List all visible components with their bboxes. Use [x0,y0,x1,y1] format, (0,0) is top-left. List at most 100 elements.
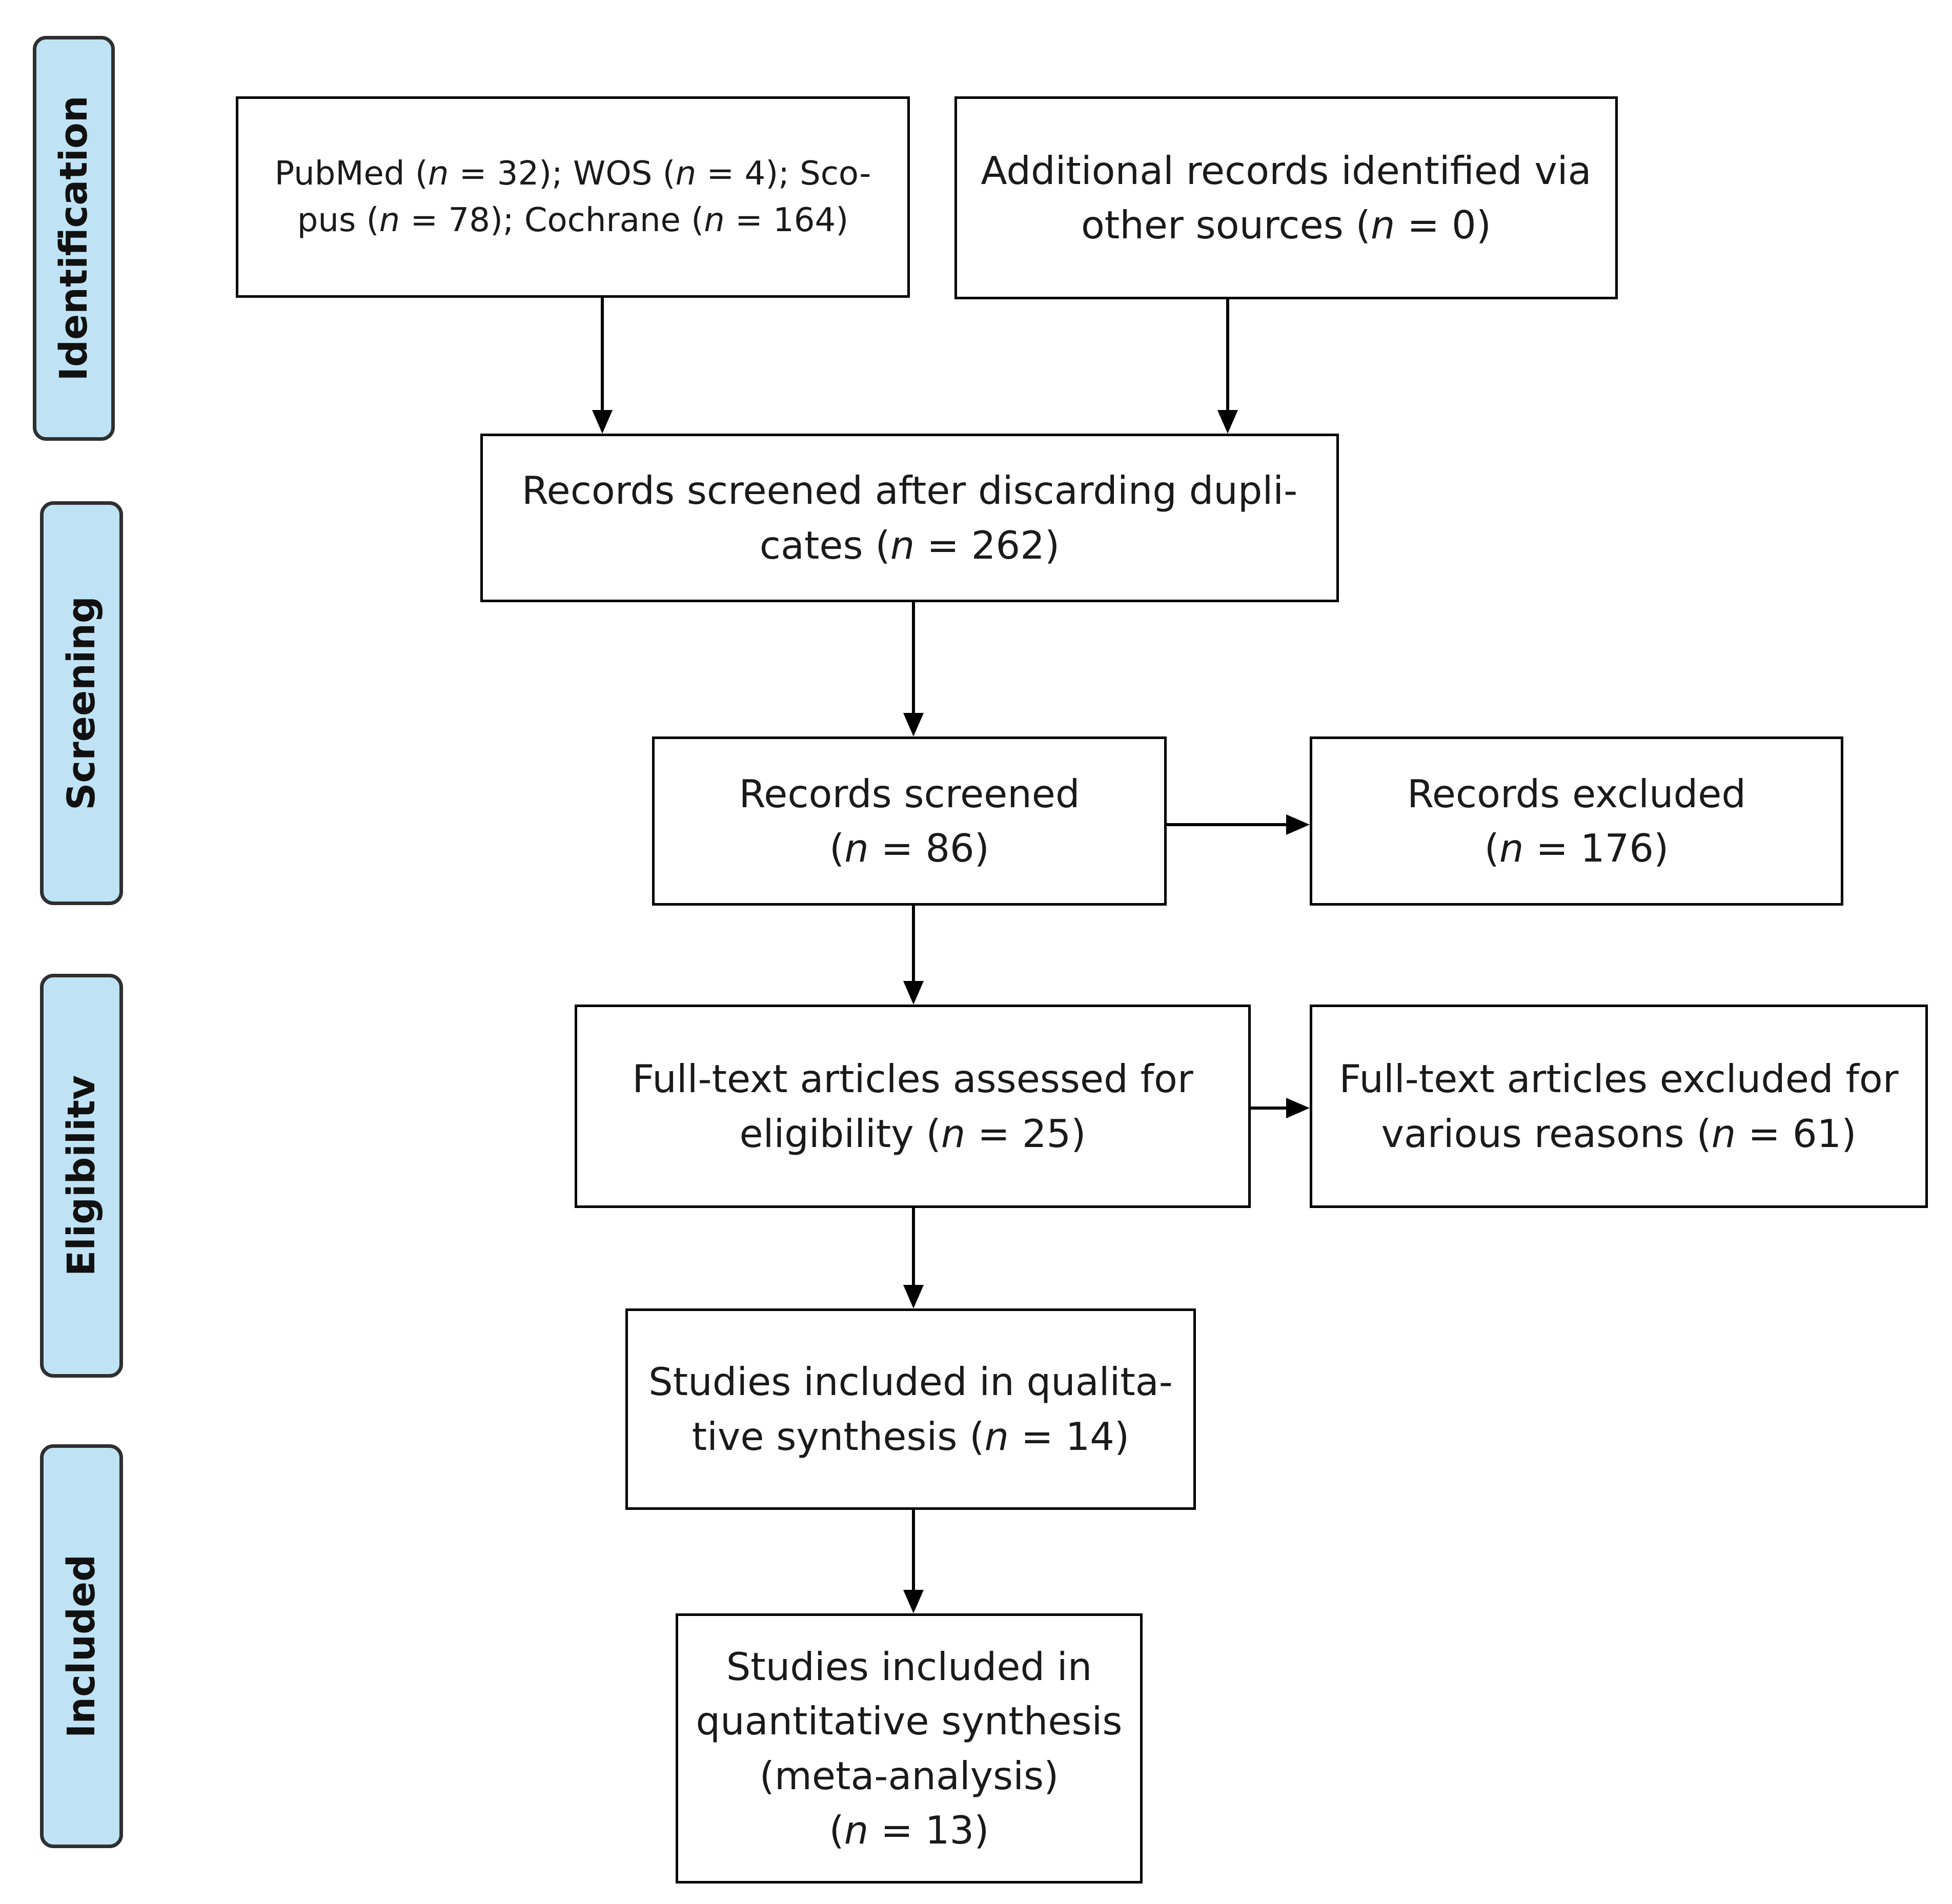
box-text-segment: = 14) [1009,1414,1130,1459]
box-records-screened: Records screened (n = 86) [652,736,1167,906]
n-symbol: n [428,154,449,193]
box-text-segment: = 4); Sco- [696,154,871,193]
box-text-line: cates (n = 262) [522,518,1297,573]
arrow-dedup-to-screened-head [903,713,924,736]
arrow-additional-to-dedup-head [1217,410,1238,434]
box-text-line: tive synthesis (n = 14) [648,1409,1173,1464]
box-text-line: eligibility (n = 25) [632,1107,1193,1161]
arrow-dedup-to-screened [903,602,924,736]
box-records-screened-text: Records screened (n = 86) [739,767,1080,876]
box-fulltext-excluded-text: Full-text articles excluded for various r… [1339,1052,1898,1161]
box-records-excluded-text: Records excluded (n = 176) [1407,767,1746,876]
box-text-segment: Records screened [739,771,1080,816]
arrow-databases-to-dedup [592,298,613,434]
box-text-line: (meta-analysis) [696,1749,1123,1804]
box-text-segment: tive synthesis ( [692,1414,985,1459]
box-text-line: (n = 13) [696,1803,1123,1858]
phase-eligibility: Eligibilitv [40,974,123,1378]
arrow-fulltext-to-excluded [1251,1098,1310,1118]
box-text-line: Additional records identified via [981,144,1591,198]
n-symbol: n [1711,1111,1736,1156]
box-text-segment: = 61) [1736,1111,1857,1156]
n-symbol: n [1370,202,1395,248]
box-text-segment: Studies included in [726,1644,1092,1689]
box-text-segment: = 176) [1523,826,1669,871]
box-quantitative-synthesis: Studies included in quantitative synthesi… [676,1613,1143,1883]
box-text-segment: ( [829,826,845,871]
n-symbol: n [675,154,697,193]
box-text-segment: Records screened after discarding dupli- [521,468,1298,513]
box-text-segment: = 32); WOS ( [449,154,676,193]
box-fulltext-excluded: Full-text articles excluded for various r… [1310,1005,1928,1208]
n-symbol: n [704,201,725,239]
box-text-segment: = 164) [724,201,849,239]
arrow-databases-to-dedup-head [592,410,613,434]
box-databases: PubMed (n = 32); WOS (n = 4); Sco-pus (n… [236,96,910,298]
arrow-qual-to-quant-head [903,1590,924,1613]
phase-screening: Screening [40,501,123,905]
box-text-segment: = 78); Cochrane ( [400,201,704,239]
box-text-segment: other sources ( [1081,202,1371,248]
box-text-segment: Full-text articles excluded for [1339,1056,1899,1101]
box-text-segment: ( [1484,826,1499,871]
arrow-additional-to-dedup [1217,299,1238,434]
box-text-line: (n = 86) [739,821,1080,876]
n-symbol: n [844,1808,869,1853]
n-symbol: n [984,1414,1009,1459]
box-text-line: PubMed (n = 32); WOS (n = 4); Sco- [275,151,871,197]
n-symbol: n [1499,826,1524,871]
box-records-after-duplicates: Records screened after discarding dupli-… [480,434,1339,602]
box-text-segment: pus ( [297,201,379,239]
box-text-line: (n = 176) [1407,821,1746,876]
box-text-line: Full-text articles excluded for [1339,1052,1898,1107]
phase-included-label: Included [59,1554,104,1738]
box-text-line: Records screened [739,767,1080,822]
box-text-line: Studies included in qualita- [648,1355,1173,1409]
box-text-segment: = 13) [868,1808,989,1853]
phase-identification: Identification [33,36,115,441]
box-text-line: pus (n = 78); Cochrane (n = 164) [275,197,871,244]
box-text-segment: (meta-analysis) [759,1753,1059,1798]
box-text-line: Records screened after discarding dupli- [522,463,1297,518]
n-symbol: n [890,522,915,568]
box-text-segment: eligibility ( [739,1111,941,1156]
box-quantitative-synthesis-text: Studies included in quantitative synthesi… [696,1640,1123,1858]
box-fulltext-assessed: Full-text articles assessed for eligibili… [575,1005,1251,1208]
arrow-screened-to-excluded-head [1286,814,1310,835]
box-text-segment: = 25) [965,1111,1086,1156]
phase-included: Included [40,1444,123,1848]
box-text-line: Full-text articles assessed for [632,1052,1193,1107]
box-text-segment: ( [829,1808,844,1853]
box-qualitative-synthesis: Studies included in qualita-tive synthes… [625,1308,1196,1510]
arrow-screened-to-fulltext-head [903,981,924,1005]
arrow-screened-to-fulltext [903,906,924,1005]
arrow-fulltext-to-qual-head [903,1285,924,1308]
box-text-segment: quantitative synthesis [696,1698,1123,1744]
box-fulltext-assessed-text: Full-text articles assessed for eligibili… [632,1052,1193,1161]
box-text-segment: = 262) [914,522,1060,568]
n-symbol: n [941,1111,966,1156]
box-records-excluded: Records excluded (n = 176) [1310,736,1843,906]
box-text-segment: Records excluded [1407,771,1746,816]
phase-identification-label: Identification [52,95,96,381]
box-databases-text: PubMed (n = 32); WOS (n = 4); Sco-pus (n… [275,151,871,244]
box-text-segment: PubMed ( [274,154,428,193]
box-text-segment: various reasons ( [1381,1111,1712,1156]
box-text-line: other sources (n = 0) [981,198,1591,253]
box-text-segment: = 0) [1395,202,1491,248]
box-qualitative-synthesis-text: Studies included in qualita-tive synthes… [648,1355,1173,1464]
n-symbol: n [844,826,869,871]
box-text-line: Studies included in [696,1640,1123,1694]
box-text-segment: = 86) [868,826,990,871]
box-text-segment: Full-text articles assessed for [632,1056,1193,1101]
arrow-fulltext-to-qual [903,1208,924,1308]
box-text-line: various reasons (n = 61) [1339,1107,1898,1161]
arrow-qual-to-quant [903,1510,924,1613]
n-symbol: n [379,201,400,239]
box-text-line: quantitative synthesis [696,1694,1123,1749]
box-text-segment: Studies included in qualita- [648,1359,1173,1404]
phase-eligibility-label: Eligibilitv [59,1075,104,1277]
